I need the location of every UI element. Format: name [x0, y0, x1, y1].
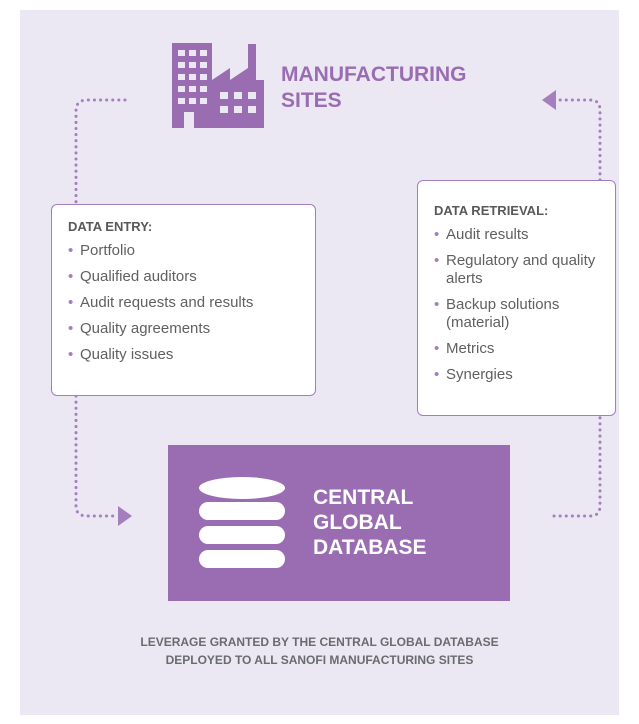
manufacturing-sites-title: MANUFACTURING SITES — [281, 62, 466, 114]
arrowhead-into-database — [118, 506, 132, 526]
list-item: Quality issues — [68, 346, 305, 364]
footer-line-1: LEVERAGE GRANTED BY THE CENTRAL GLOBAL D… — [140, 635, 499, 649]
data-entry-list: Portfolio Qualified auditors Audit reque… — [68, 242, 305, 364]
arrowhead-into-sites — [542, 90, 556, 110]
list-item: Portfolio — [68, 242, 305, 260]
factory-building-icon — [172, 43, 264, 128]
central-database-block: CENTRAL GLOBAL DATABASE — [168, 445, 510, 601]
title-line-1: MANUFACTURING — [281, 63, 467, 86]
database-icon — [199, 477, 285, 568]
data-entry-header: DATA ENTRY: — [68, 219, 153, 234]
connector-sites-to-entry — [74, 98, 127, 206]
list-item: Synergies — [434, 366, 605, 384]
list-item: Metrics — [434, 340, 605, 358]
list-item: Backup solutions (material) — [434, 296, 605, 332]
connector-database-to-retrieval — [552, 414, 602, 518]
list-item: Regulatory and quality alerts — [434, 252, 605, 288]
database-label: CENTRAL GLOBAL DATABASE — [313, 485, 427, 560]
database-label-line-1: CENTRAL — [313, 486, 414, 509]
list-item: Quality agreements — [68, 320, 305, 338]
database-label-line-2: GLOBAL — [313, 511, 402, 534]
data-retrieval-list: Audit results Regulatory and quality ale… — [434, 226, 605, 384]
data-retrieval-box: DATA RETRIEVAL: Audit results Regulatory… — [417, 180, 616, 416]
list-item: Qualified auditors — [68, 268, 305, 286]
connector-retrieval-to-sites — [558, 98, 602, 182]
connector-entry-to-database — [74, 394, 120, 518]
data-entry-box: DATA ENTRY: Portfolio Qualified auditors… — [51, 204, 316, 396]
list-item: Audit results — [434, 226, 605, 244]
footer-caption: LEVERAGE GRANTED BY THE CENTRAL GLOBAL D… — [20, 633, 619, 669]
data-retrieval-header: DATA RETRIEVAL: — [434, 203, 549, 218]
title-line-2: SITES — [281, 89, 342, 112]
database-label-line-3: DATABASE — [313, 536, 427, 559]
list-item: Audit requests and results — [68, 294, 305, 312]
footer-line-2: DEPLOYED TO ALL SANOFI MANUFACTURING SIT… — [165, 653, 474, 667]
